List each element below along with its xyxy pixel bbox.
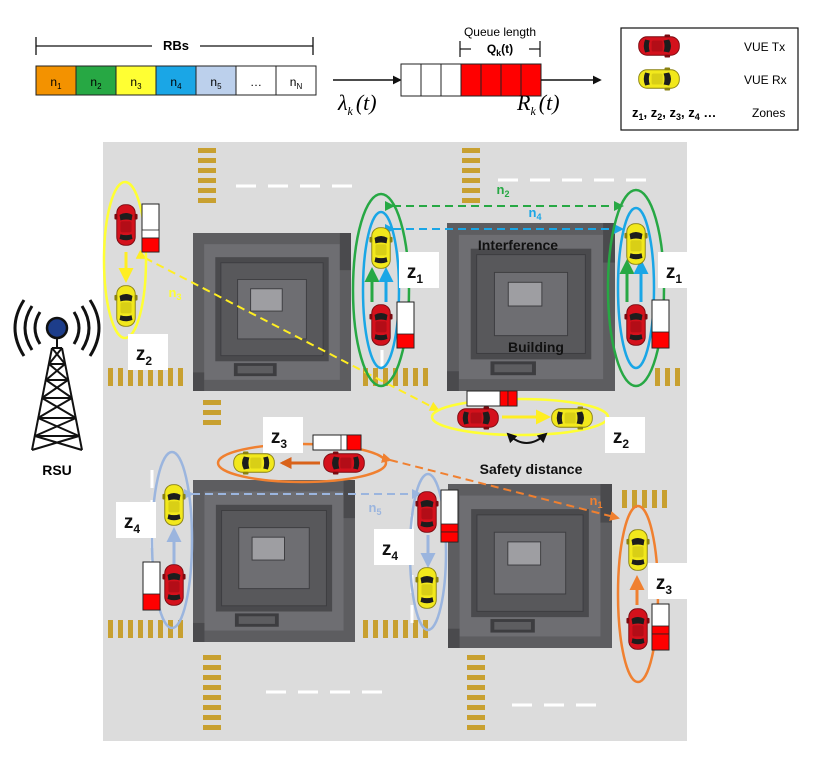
- rsu-label: RSU: [42, 462, 72, 478]
- arrival-rate: λk(t): [337, 90, 377, 118]
- vue-tx-car-icon: [369, 304, 393, 346]
- rb-block: [275, 65, 317, 96]
- zone-ellipse-right-z1-inner: [616, 206, 656, 370]
- zone-label-box: [658, 252, 698, 288]
- zone-ellipse-mid-z1-inner: [361, 210, 401, 370]
- zone-label: z1: [407, 262, 424, 286]
- rb-block: [195, 65, 237, 96]
- rb-block-label: n5: [210, 75, 222, 91]
- safety-distance-label: Safety distance: [480, 461, 583, 477]
- vue-tx-car-icon: [162, 564, 186, 606]
- legend: VUE Tx VUE Rx z1, z2, z3, z4 … Zones: [620, 27, 799, 131]
- rb-block: [35, 65, 77, 96]
- vue-tx-car-icon: [626, 608, 650, 650]
- queue-gauges: [141, 203, 670, 651]
- vue-tx-car-icon: [323, 451, 365, 475]
- zone-label: z3: [271, 427, 288, 451]
- vue-rx-car-icon: [626, 529, 650, 571]
- link-label: n4: [529, 205, 542, 222]
- legend-rx-car-icon: [638, 67, 680, 91]
- zone-label-box: [128, 334, 168, 370]
- queue-title: Queue length: [464, 25, 536, 39]
- zone-label: z3: [656, 573, 673, 597]
- rb-block-label: …: [250, 75, 262, 89]
- zone-label-box: [605, 417, 645, 453]
- zone-ellipse-left-z4: [150, 450, 194, 630]
- link-labels: n2 n4 n3 n5 n1: [169, 182, 603, 517]
- vue-rx-car-icon: [415, 567, 439, 609]
- vue-tx-car-icon: [457, 406, 499, 430]
- zone-label: z2: [136, 344, 153, 368]
- queue-cells: [400, 63, 542, 97]
- building-bottom-left: [192, 480, 356, 642]
- zone-label-box: [116, 502, 156, 538]
- legend-zones-symbols: z1, z2, z3, z4 …: [632, 105, 716, 122]
- legend-rx-label: VUE Rx: [744, 73, 787, 87]
- link-label: n3: [169, 285, 182, 302]
- rb-block: [155, 65, 197, 96]
- link-n3: [135, 249, 440, 411]
- zone-label-box: [374, 529, 414, 565]
- link-label: n2: [497, 182, 510, 199]
- queue-length-symbol: Qk(t): [487, 42, 513, 58]
- queue-cell: [460, 63, 482, 97]
- vue-rx-car-icon: [162, 484, 186, 526]
- building-top-left: [192, 233, 352, 391]
- zone-labels: z2 z1 z1 z2 z3 z4 z4 z3: [116, 252, 698, 599]
- link-label: n5: [369, 500, 382, 517]
- queue-cell: [400, 63, 422, 97]
- rb-block-label: n1: [50, 75, 62, 91]
- vue-tx-car-icon: [415, 491, 439, 533]
- zone-label-box: [648, 563, 688, 599]
- vue-rx-car-icon: [624, 223, 648, 265]
- link-n1: [381, 453, 620, 521]
- interference-links: [135, 201, 624, 521]
- road-map: Interference Building n2 n4 n3 n5 n1: [102, 142, 698, 741]
- vue-rx-car-icon: [114, 285, 138, 327]
- rb-block-label: n2: [90, 75, 102, 91]
- safety-distance-arrow: [506, 432, 548, 444]
- zone-label-box: [263, 417, 303, 453]
- zone-ellipse-mid-z1-outer: [351, 192, 411, 388]
- zone-label: z4: [382, 539, 399, 563]
- rb-block-label: nN: [290, 75, 303, 91]
- vue-rx-car-icon: [551, 406, 593, 430]
- rb-label: RBs: [163, 38, 189, 53]
- zone-label: z2: [613, 427, 630, 451]
- building-bottom-right: [447, 484, 613, 648]
- interference-label: Interference: [478, 237, 558, 253]
- zone-ellipse-left-z2: [102, 180, 148, 340]
- queue-cell: [480, 63, 502, 97]
- zone-label: z1: [666, 262, 683, 286]
- legend-tx-label: VUE Tx: [744, 40, 785, 54]
- vue-rx-car-icon: [233, 451, 275, 475]
- link-label: n1: [590, 493, 603, 510]
- legend-tx-car-icon: [638, 34, 680, 58]
- vue-tx-car-icon: [624, 304, 648, 346]
- rb-block-label: n3: [130, 75, 142, 91]
- queue-cell: [420, 63, 442, 97]
- rb-blocks: n1 n2 n3 n4 n5 … nN: [35, 65, 317, 96]
- zone-label-box: [399, 252, 439, 288]
- building-label: Building: [508, 339, 564, 355]
- vue-tx-car-icon: [114, 204, 138, 246]
- rb-bar: RBs n1 n2 n3 n4 n5 … nN: [35, 37, 317, 96]
- v2v-links: [118, 252, 649, 605]
- vue-rx-car-icon: [369, 227, 393, 269]
- queue-cell: [440, 63, 462, 97]
- rb-block-label: n4: [170, 75, 182, 91]
- zone-label: z4: [124, 512, 141, 536]
- service-rate: Rk(t): [516, 90, 560, 118]
- queue-diagram: Queue length Qk(t) λk(t) Rk(t): [333, 25, 602, 118]
- legend-zones-label: Zones: [752, 106, 785, 120]
- rsu-tower: RSU: [13, 299, 101, 478]
